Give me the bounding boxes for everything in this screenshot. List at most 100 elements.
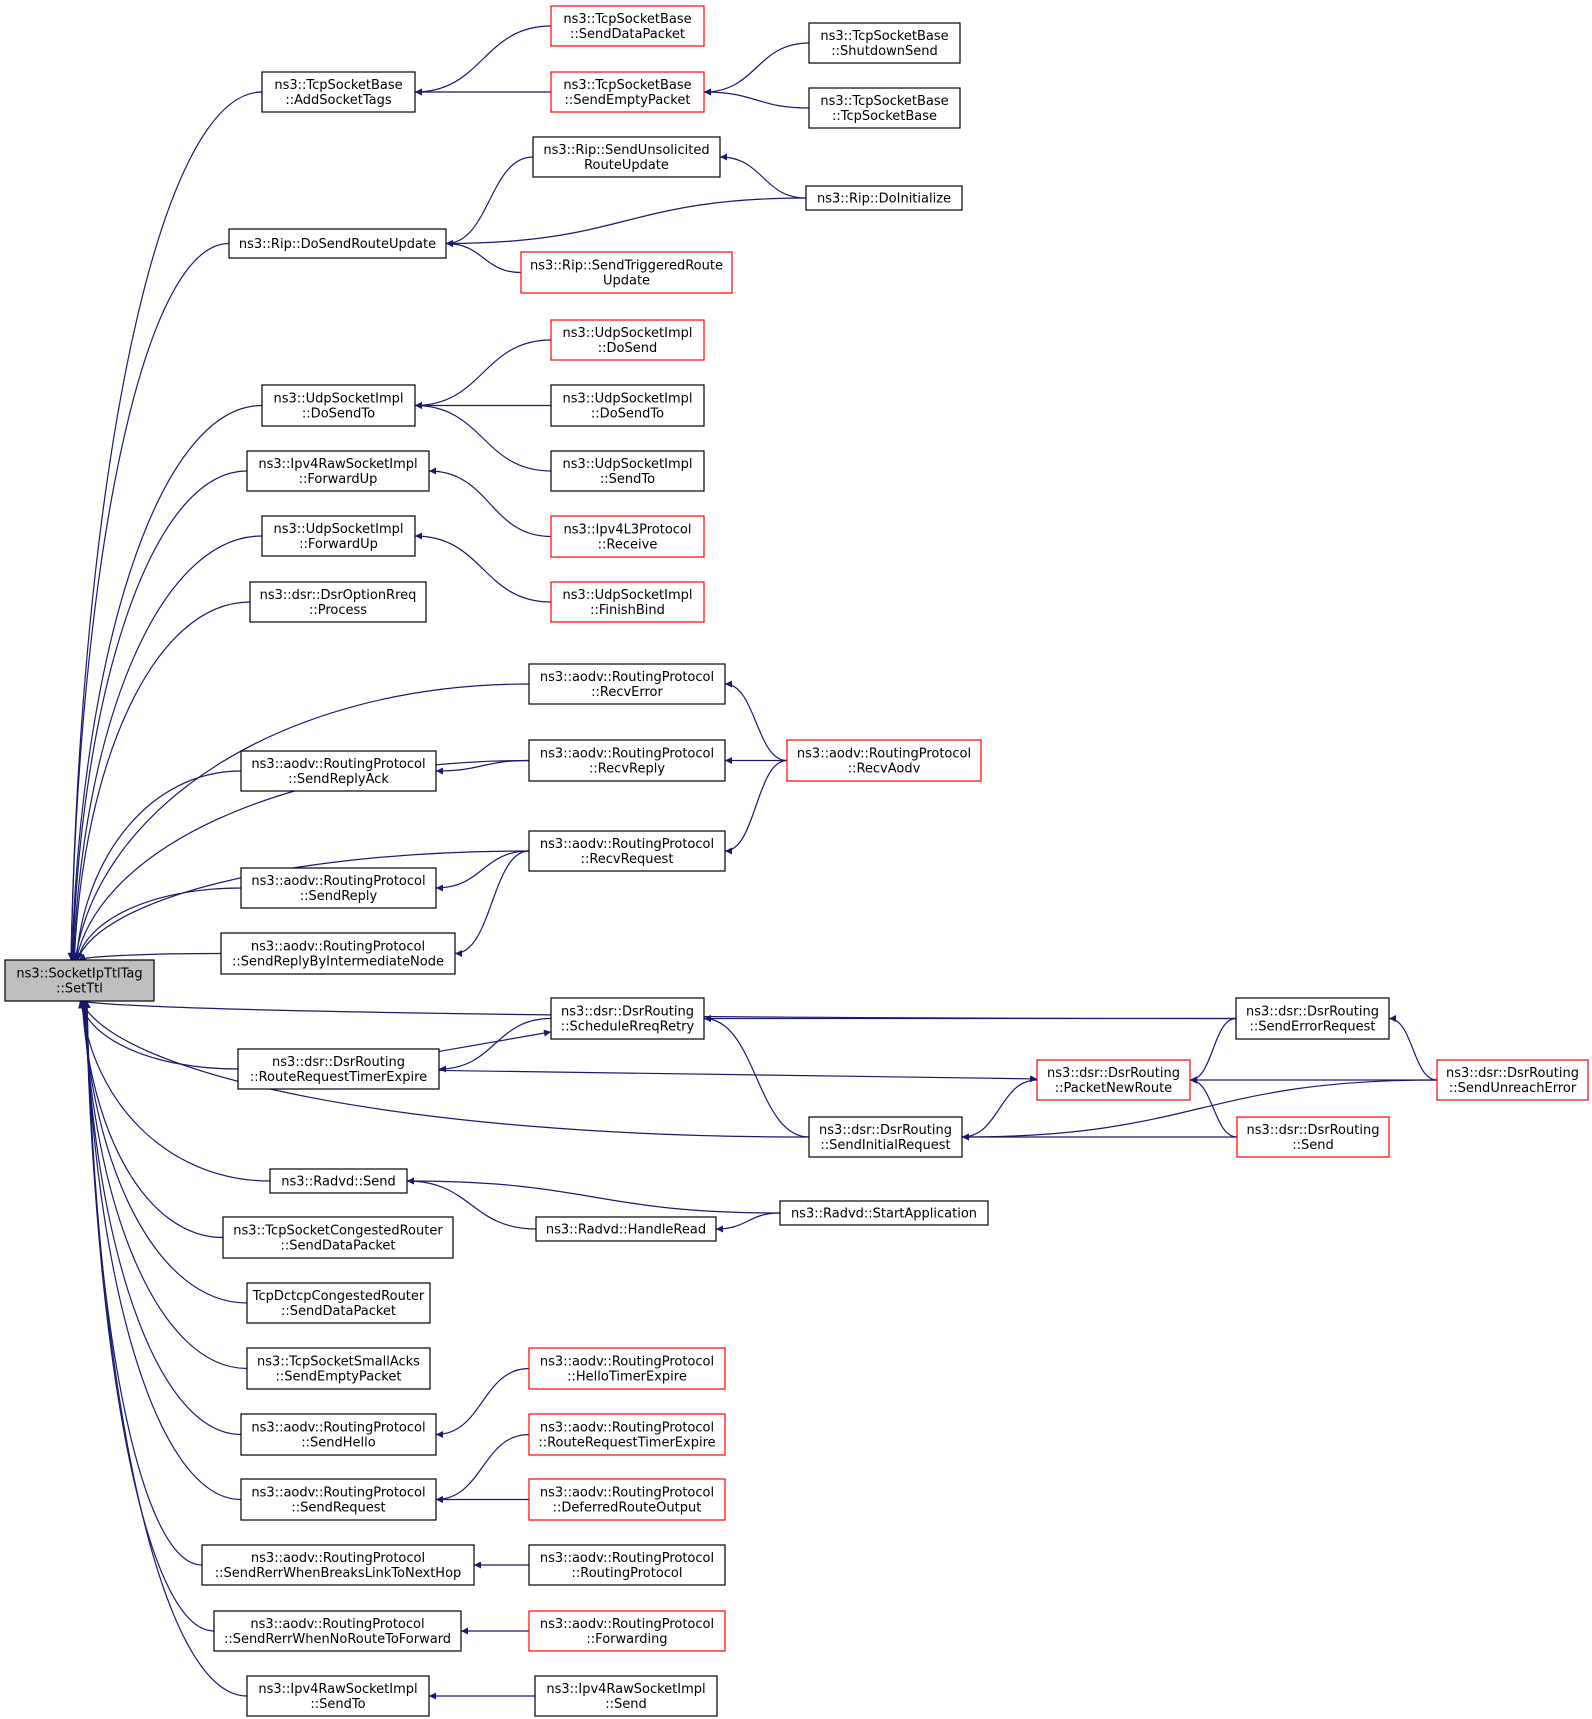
node-label-ipv4raw_send-1: ::Send bbox=[605, 1697, 647, 1712]
node-aodv_sendreq[interactable]: ns3::aodv::RoutingProtocol::SendRequest bbox=[240, 1478, 437, 1521]
node-udp_dosendto2[interactable]: ns3::UdpSocketImpl::DoSendTo bbox=[550, 384, 705, 427]
node-box-aodv_sendhello bbox=[240, 1413, 437, 1456]
node-ipv4raw_sendto[interactable]: ns3::Ipv4RawSocketImpl::SendTo bbox=[246, 1675, 430, 1717]
node-aodv_sendreply[interactable]: ns3::aodv::RoutingProtocol::SendReply bbox=[240, 867, 437, 909]
node-aodv_replyint[interactable]: ns3::aodv::RoutingProtocol::SendReplyByI… bbox=[220, 932, 456, 975]
node-dsr_errreq[interactable]: ns3::dsr::DsrRouting::SendErrorRequest bbox=[1235, 997, 1390, 1040]
node-label-udp_dosendto2-0: ns3::UdpSocketImpl bbox=[563, 392, 693, 407]
node-dsr_initreq[interactable]: ns3::dsr::DsrRouting::SendInitialRequest bbox=[808, 1116, 963, 1158]
node-udp_dosend[interactable]: ns3::UdpSocketImpl::DoSend bbox=[550, 319, 705, 361]
node-box-dsr_rrte bbox=[237, 1048, 440, 1090]
node-label-rip_trig-1: Update bbox=[603, 274, 650, 289]
node-aodv_rp[interactable]: ns3::aodv::RoutingProtocol::RoutingProto… bbox=[528, 1544, 726, 1586]
node-box-tcp_ctor bbox=[808, 87, 961, 129]
node-box-radvd_start bbox=[779, 1200, 989, 1226]
node-aodv_recvaodv[interactable]: ns3::aodv::RoutingProtocol::RecvAodv bbox=[786, 739, 982, 782]
node-box-tcp_senddata bbox=[550, 5, 705, 47]
node-aodv_sendhello[interactable]: ns3::aodv::RoutingProtocol::SendHello bbox=[240, 1413, 437, 1456]
node-box-radvd_handle bbox=[535, 1216, 717, 1242]
node-aodv_rrte[interactable]: ns3::aodv::RoutingProtocol::RouteRequest… bbox=[528, 1413, 726, 1456]
node-aodv_recvreply[interactable]: ns3::aodv::RoutingProtocol::RecvReply bbox=[528, 739, 726, 782]
node-dsr_process[interactable]: ns3::dsr::DsrOptionRreq::Process bbox=[249, 581, 427, 623]
node-udp_sendto[interactable]: ns3::UdpSocketImpl::SendTo bbox=[550, 450, 705, 492]
node-box-aodv_sendreply bbox=[240, 867, 437, 909]
node-dsr_unreach[interactable]: ns3::dsr::DsrRouting::SendUnreachError bbox=[1436, 1059, 1589, 1101]
node-aodv_hellote[interactable]: ns3::aodv::RoutingProtocol::HelloTimerEx… bbox=[528, 1347, 726, 1390]
node-label-aodv_rrte-1: ::RouteRequestTimerExpire bbox=[538, 1436, 715, 1451]
node-ipv4l3_recv[interactable]: ns3::Ipv4L3Protocol::Receive bbox=[550, 515, 705, 558]
node-box-ipv4raw_sendto bbox=[246, 1675, 430, 1717]
node-label-rip_unsol-1: RouteUpdate bbox=[584, 158, 669, 173]
node-aodv_deferred[interactable]: ns3::aodv::RoutingProtocol::DeferredRout… bbox=[528, 1478, 726, 1521]
node-label-dsr_errreq-1: ::SendErrorRequest bbox=[1250, 1020, 1376, 1035]
node-label-aodv_rerrbreak-1: ::SendRerrWhenBreaksLinkToNextHop bbox=[215, 1566, 462, 1581]
node-label-tcp_dctcp-0: TcpDctcpCongestedRouter bbox=[252, 1289, 425, 1304]
node-tcp_sendempty[interactable]: ns3::TcpSocketBase::SendEmptyPacket bbox=[550, 71, 705, 113]
node-label-tcp_dctcp-1: ::SendDataPacket bbox=[281, 1304, 396, 1319]
edge-udp_dosend-to-udp_dosendto bbox=[414, 339, 552, 409]
node-label-aodv_replyack-0: ns3::aodv::RoutingProtocol bbox=[251, 757, 425, 772]
node-label-tcp_ctor-0: ns3::TcpSocketBase bbox=[820, 94, 948, 109]
edge-dsr_unreach-to-dsr_errreq bbox=[1388, 1015, 1438, 1081]
node-tcp_addtags[interactable]: ns3::TcpSocketBase::AddSocketTags bbox=[261, 71, 416, 113]
node-aodv_fwd[interactable]: ns3::aodv::RoutingProtocol::Forwarding bbox=[528, 1610, 726, 1652]
node-rip_dosend[interactable]: ns3::Rip::DoSendRouteUpdate bbox=[228, 228, 447, 259]
node-ipv4raw_fwd[interactable]: ns3::Ipv4RawSocketImpl::ForwardUp bbox=[246, 450, 430, 492]
edge-aodv_sendhello-to-root bbox=[81, 1000, 242, 1436]
node-dsr_send[interactable]: ns3::dsr::DsrRouting::Send bbox=[1236, 1116, 1390, 1158]
node-dsr_rrte[interactable]: ns3::dsr::DsrRouting::RouteRequestTimerE… bbox=[237, 1048, 440, 1090]
node-rip_doinit[interactable]: ns3::Rip::DoInitialize bbox=[805, 185, 963, 211]
node-udp_dosendto[interactable]: ns3::UdpSocketImpl::DoSendTo bbox=[261, 384, 416, 427]
node-box-dsr_initreq bbox=[808, 1116, 963, 1158]
node-label-ipv4raw_send-0: ns3::Ipv4RawSocketImpl bbox=[546, 1682, 705, 1697]
node-box-udp_dosendto2 bbox=[550, 384, 705, 427]
node-tcp_dctcp[interactable]: TcpDctcpCongestedRouter::SendDataPacket bbox=[246, 1282, 431, 1324]
node-label-aodv_sendreq-1: ::SendRequest bbox=[291, 1501, 385, 1516]
edge-tcp_addtags-to-root bbox=[67, 91, 263, 961]
node-box-dsr_unreach bbox=[1436, 1059, 1589, 1101]
node-ipv4raw_send[interactable]: ns3::Ipv4RawSocketImpl::Send bbox=[534, 1675, 718, 1717]
node-box-aodv_replyint bbox=[220, 932, 456, 975]
node-root[interactable]: ns3::SocketIpTtlTag::SetTtl bbox=[4, 959, 155, 1002]
node-aodv_recverr[interactable]: ns3::aodv::RoutingProtocol::RecvError bbox=[528, 663, 726, 705]
edge-radvd_start-to-radvd_handle bbox=[715, 1212, 781, 1233]
node-radvd_handle[interactable]: ns3::Radvd::HandleRead bbox=[535, 1216, 717, 1242]
node-udp_fwd[interactable]: ns3::UdpSocketImpl::ForwardUp bbox=[261, 515, 416, 557]
node-radvd_send[interactable]: ns3::Radvd::Send bbox=[269, 1168, 408, 1194]
node-label-tcp_shutdown-0: ns3::TcpSocketBase bbox=[820, 29, 948, 44]
node-box-aodv_recvreq bbox=[528, 830, 726, 872]
node-aodv_replyack[interactable]: ns3::aodv::RoutingProtocol::SendReplyAck bbox=[240, 750, 437, 792]
node-aodv_recvreq[interactable]: ns3::aodv::RoutingProtocol::RecvRequest bbox=[528, 830, 726, 872]
edge-dsr_process-to-root bbox=[71, 601, 251, 961]
node-label-udp_dosendto-1: ::DoSendTo bbox=[302, 407, 375, 422]
node-box-aodv_rp bbox=[528, 1544, 726, 1586]
edge-dsr_rrte-to-dsr_pktnew bbox=[438, 1069, 1038, 1083]
node-dsr_sched[interactable]: ns3::dsr::DsrRouting::ScheduleRreqRetry bbox=[550, 997, 705, 1040]
edge-dsr_errreq-to-dsr_pktnew bbox=[1189, 1017, 1237, 1084]
node-radvd_start[interactable]: ns3::Radvd::StartApplication bbox=[779, 1200, 989, 1226]
node-label-aodv_replyint-0: ns3::aodv::RoutingProtocol bbox=[251, 940, 425, 955]
node-box-aodv_rerrnoroute bbox=[213, 1610, 462, 1652]
node-label-tcp_ctor-1: ::TcpSocketBase bbox=[832, 109, 937, 124]
node-label-dsr_process-0: ns3::dsr::DsrOptionRreq bbox=[260, 588, 417, 603]
node-udp_finish[interactable]: ns3::UdpSocketImpl::FinishBind bbox=[550, 581, 705, 623]
node-dsr_pktnew[interactable]: ns3::dsr::DsrRouting::PacketNewRoute bbox=[1036, 1059, 1191, 1101]
node-aodv_rerrnoroute[interactable]: ns3::aodv::RoutingProtocol::SendRerrWhen… bbox=[213, 1610, 462, 1652]
node-box-aodv_replyack bbox=[240, 750, 437, 792]
node-box-tcp_addtags bbox=[261, 71, 416, 113]
node-tcp_shutdown[interactable]: ns3::TcpSocketBase::ShutdownSend bbox=[808, 22, 961, 64]
node-tcp_small[interactable]: ns3::TcpSocketSmallAcks::SendEmptyPacket bbox=[246, 1347, 431, 1390]
edge-aodv_recvaodv-to-aodv_recverr bbox=[724, 680, 788, 762]
node-box-tcp_small bbox=[246, 1347, 431, 1390]
node-tcp_ctor[interactable]: ns3::TcpSocketBase::TcpSocketBase bbox=[808, 87, 961, 129]
node-aodv_rerrbreak[interactable]: ns3::aodv::RoutingProtocol::SendRerrWhen… bbox=[201, 1544, 475, 1586]
node-box-aodv_rerrbreak bbox=[201, 1544, 475, 1586]
edge-dsr_rrte-to-root bbox=[78, 1000, 239, 1070]
node-label-aodv_sendreq-0: ns3::aodv::RoutingProtocol bbox=[251, 1486, 425, 1501]
node-tcp_senddata[interactable]: ns3::TcpSocketBase::SendDataPacket bbox=[550, 5, 705, 47]
node-tcp_cong[interactable]: ns3::TcpSocketCongestedRouter::SendDataP… bbox=[222, 1216, 454, 1259]
node-label-tcp_addtags-1: ::AddSocketTags bbox=[285, 93, 391, 108]
